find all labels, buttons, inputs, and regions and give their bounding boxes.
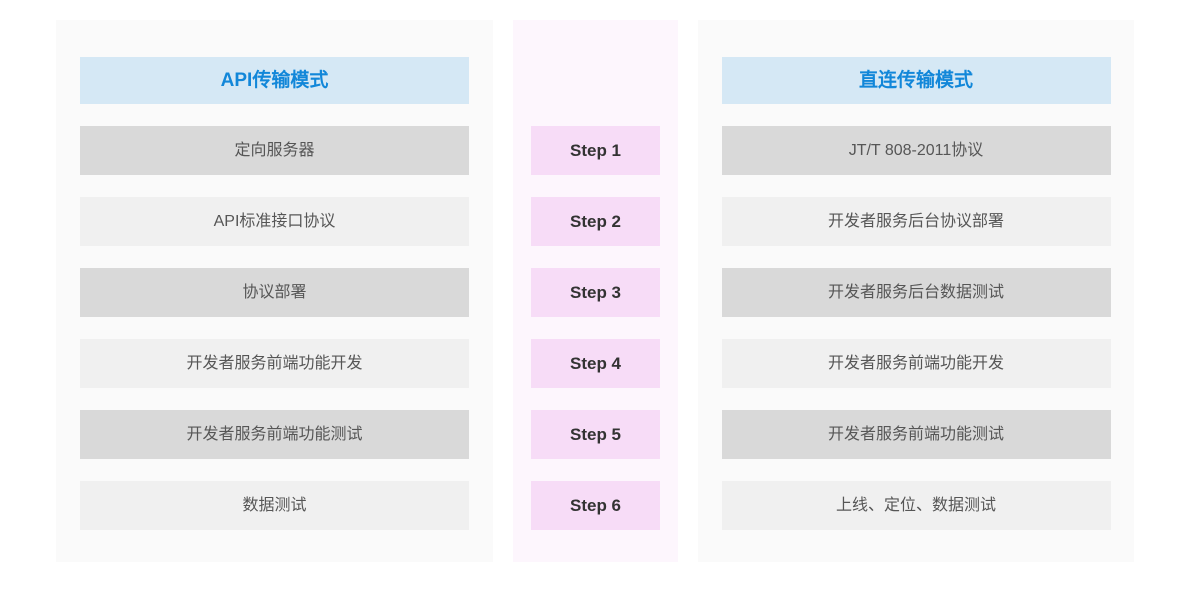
direct-step-row-6: 上线、定位、数据测试 [721, 481, 1111, 530]
direct-step-row-4: 开发者服务前端功能开发 [721, 339, 1111, 388]
direct-mode-header: 直连传输模式 [721, 57, 1111, 104]
api-step-row-5: 开发者服务前端功能测试 [80, 410, 469, 459]
direct-mode-panel: 直连传输模式 JT/T 808-2011协议 开发者服务后台协议部署 开发者服务… [698, 20, 1134, 562]
direct-step-row-2: 开发者服务后台协议部署 [721, 197, 1111, 246]
step-label-5: Step 5 [531, 410, 660, 459]
direct-step-row-5: 开发者服务前端功能测试 [721, 410, 1111, 459]
api-step-row-4: 开发者服务前端功能开发 [80, 339, 469, 388]
step-label-2: Step 2 [531, 197, 660, 246]
api-step-row-3: 协议部署 [80, 268, 469, 317]
api-mode-header: API传输模式 [80, 57, 469, 104]
step-label-3: Step 3 [531, 268, 660, 317]
step-label-1: Step 1 [531, 126, 660, 175]
direct-step-row-1: JT/T 808-2011协议 [721, 126, 1111, 175]
api-step-row-1: 定向服务器 [80, 126, 469, 175]
step-label-4: Step 4 [531, 339, 660, 388]
api-step-row-2: API标准接口协议 [80, 197, 469, 246]
steps-panel: Step 1 Step 2 Step 3 Step 4 Step 5 Step … [513, 20, 678, 562]
direct-step-row-3: 开发者服务后台数据测试 [721, 268, 1111, 317]
api-step-row-6: 数据测试 [80, 481, 469, 530]
step-label-6: Step 6 [531, 481, 660, 530]
api-mode-panel: API传输模式 定向服务器 API标准接口协议 协议部署 开发者服务前端功能开发… [56, 20, 493, 562]
